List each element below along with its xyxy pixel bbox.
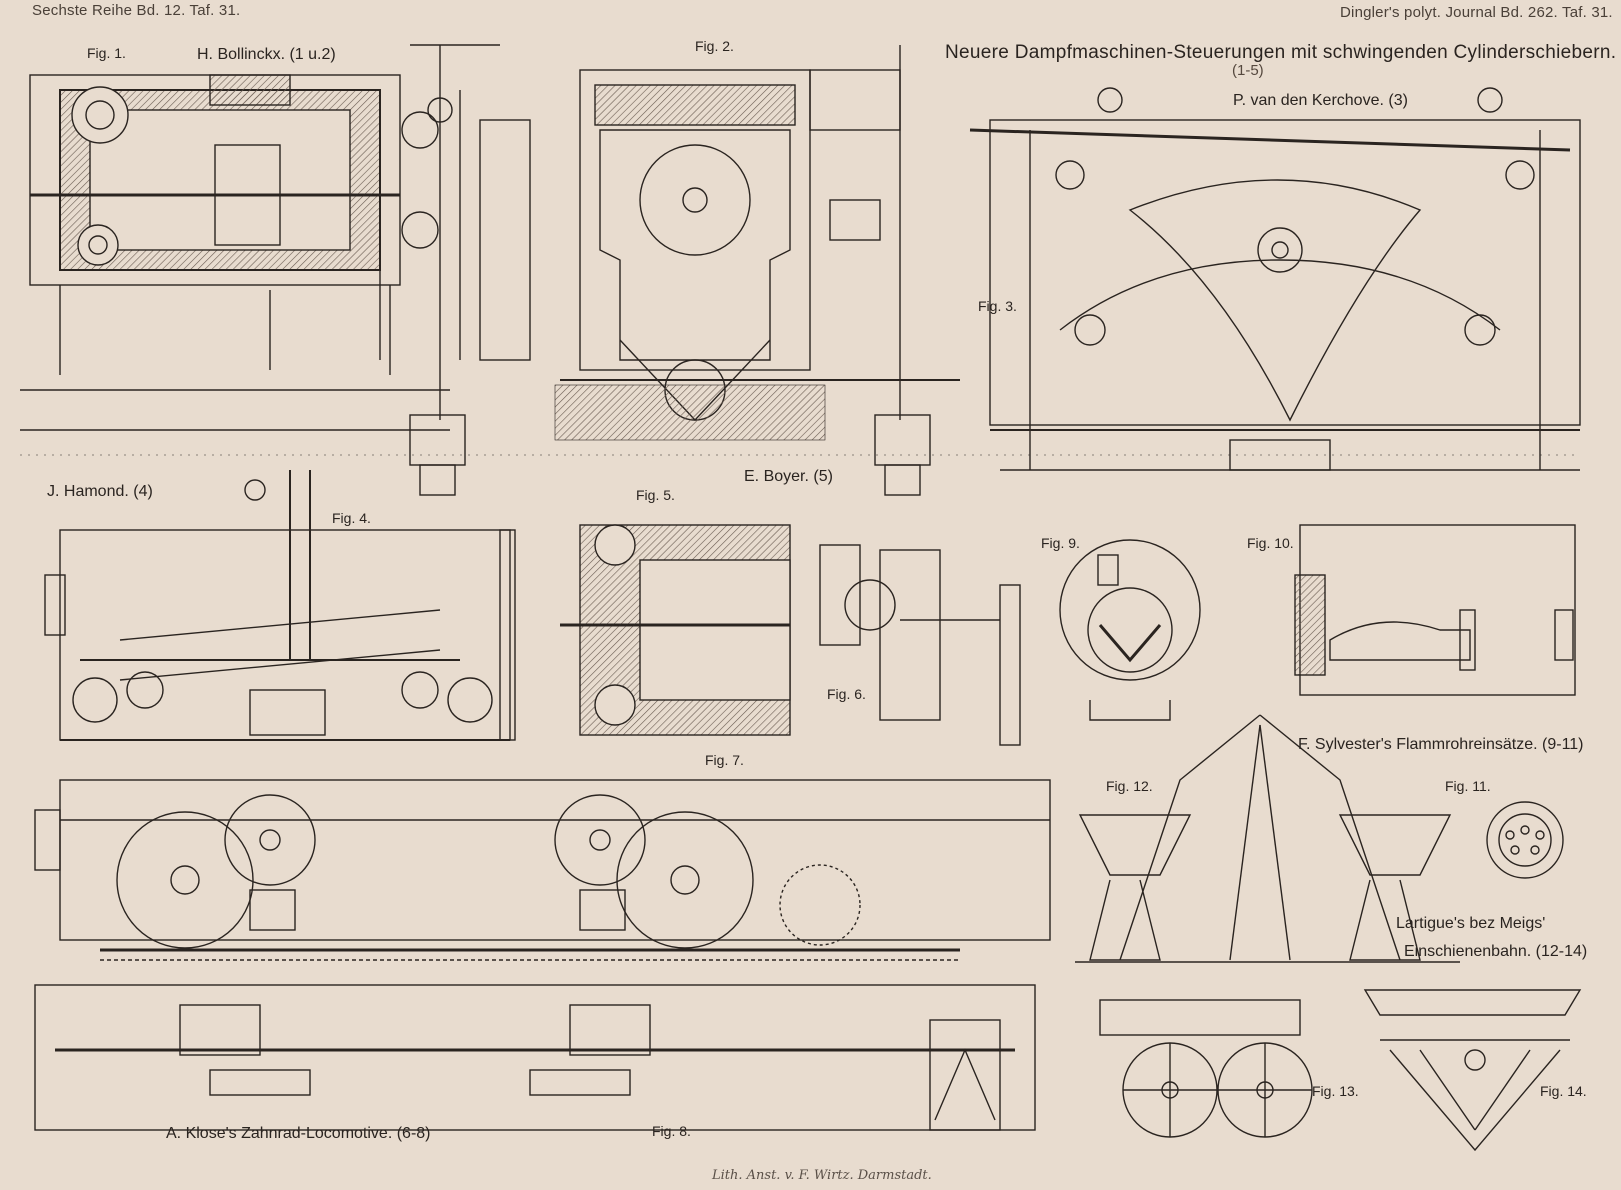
fig14-label: Fig. 14.: [1540, 1083, 1587, 1099]
fig3-label: Fig. 3.: [978, 298, 1017, 314]
maker-klose: A. Klose's Zahnrad-Locomotive. (6-8): [166, 1125, 431, 1142]
fig1-label: Fig. 1.: [87, 45, 126, 61]
fig10-flue-drawing: [1294, 524, 1576, 696]
maker-kerchove: P. van den Kerchove. (3): [1233, 92, 1408, 109]
fig3-frame-drawing: [969, 87, 1581, 471]
fig9-label: Fig. 9.: [1041, 535, 1080, 551]
fig5-section-drawing: [560, 524, 791, 736]
fig12-trestle-drawing: [1075, 714, 1460, 963]
fig13-label: Fig. 13.: [1312, 1083, 1359, 1099]
fig6-gear-drawing: [819, 544, 1021, 746]
maker-bollinckx: H. Bollinckx. (1 u.2): [197, 46, 336, 63]
fig2-label: Fig. 2.: [695, 38, 734, 54]
journal-header: Dingler's polyt. Journal Bd. 262. Taf. 3…: [1340, 4, 1613, 21]
fig5-label: Fig. 5.: [636, 487, 675, 503]
fig9-flue-drawing: [1059, 539, 1201, 721]
fig2-section-drawing: [554, 45, 960, 496]
fig4-label: Fig. 4.: [332, 510, 371, 526]
plate-title: Neuere Dampfmaschinen-Steuerungen mit sc…: [945, 42, 1617, 63]
maker-lartigue-line2: Einschienenbahn. (12-14): [1404, 943, 1588, 960]
fig11-flue-drawing: [1486, 801, 1564, 879]
fig14-frame-drawing: [1363, 989, 1582, 1152]
fig1-cylinder-drawing: [20, 44, 531, 496]
title-figure-range: (1-5): [1232, 62, 1264, 79]
fig10-label: Fig. 10.: [1247, 535, 1294, 551]
maker-hamond: J. Hamond. (4): [47, 483, 153, 500]
maker-boyer: E. Boyer. (5): [744, 468, 833, 485]
fig12-label: Fig. 12.: [1106, 778, 1153, 794]
fig4-engine-drawing: [44, 470, 516, 741]
plate-series-header: Sechste Reihe Bd. 12. Taf. 31.: [32, 2, 241, 19]
fig13-wheels-drawing: [1099, 999, 1313, 1138]
maker-lartigue-line1: Lartigue's bez Meigs': [1396, 915, 1546, 932]
fig11-label: Fig. 11.: [1445, 778, 1491, 794]
lithographer-imprint: Lith. Anst. v. F. Wirtz. Darmstadt.: [712, 1168, 932, 1183]
maker-sylvester: F. Sylvester's Flammrohreinsätze. (9-11): [1298, 736, 1584, 753]
fig8-plan-drawing: [34, 984, 1036, 1131]
fig7-locomotive-drawing: [34, 779, 1051, 961]
fig8-label: Fig. 8.: [652, 1123, 691, 1139]
fig6-label: Fig. 6.: [827, 686, 866, 702]
fig7-label: Fig. 7.: [705, 752, 744, 768]
